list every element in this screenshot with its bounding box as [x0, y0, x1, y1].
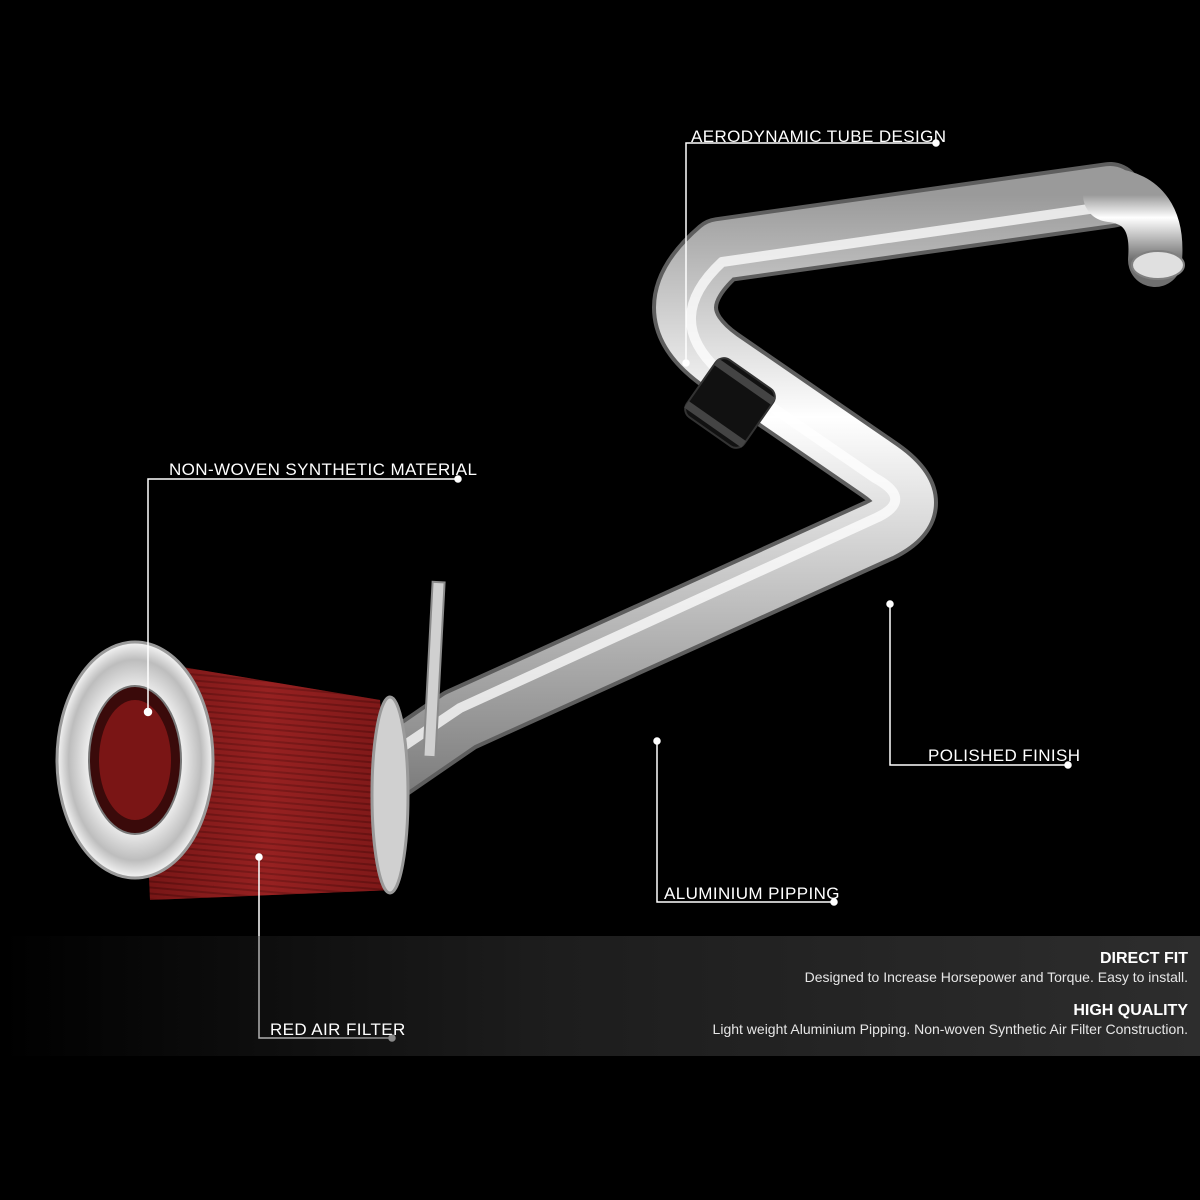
feature-title-direct-fit: DIRECT FIT	[1100, 950, 1188, 967]
callout-non-woven-synthetic-material: NON-WOVEN SYNTHETIC MATERIAL	[169, 460, 478, 479]
callout-aluminium-pipping: ALUMINIUM PIPPING	[664, 884, 840, 903]
feature-desc-high-quality: Light weight Aluminium Pipping. Non-wove…	[712, 1021, 1188, 1037]
feature-banner	[0, 936, 1200, 1056]
feature-desc-direct-fit: Designed to Increase Horsepower and Torq…	[804, 969, 1188, 985]
feature-title-high-quality: HIGH QUALITY	[1073, 1002, 1188, 1019]
leader-polished	[889, 604, 1068, 766]
leader-non-woven	[147, 478, 458, 712]
leader-aerodynamic	[685, 142, 936, 363]
air-filter	[55, 640, 410, 900]
callout-lines	[143, 139, 1072, 1042]
callout-polished-finish: POLISHED FINISH	[928, 746, 1081, 765]
callout-aerodynamic-tube-design: AERODYNAMIC TUBE DESIGN	[691, 127, 947, 146]
leader-aluminium	[656, 741, 834, 903]
callout-red-air-filter: RED AIR FILTER	[270, 1020, 406, 1039]
silicone-coupler	[684, 357, 776, 449]
mounting-bracket	[422, 580, 446, 759]
